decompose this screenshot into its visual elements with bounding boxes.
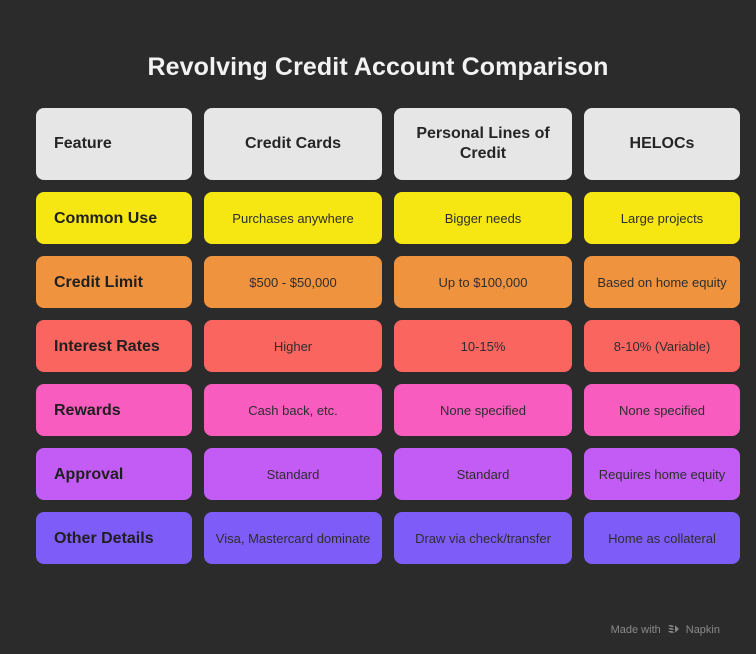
- napkin-chevrons-icon: [667, 623, 680, 636]
- column-header-credit-cards: Credit Cards: [204, 108, 382, 180]
- row-label: Interest Rates: [36, 320, 192, 372]
- table-header-row: Feature Credit Cards Personal Lines of C…: [36, 108, 740, 180]
- row-cell: Large projects: [584, 192, 740, 244]
- row-cell: Visa, Mastercard dominate: [204, 512, 382, 564]
- row-label: Rewards: [36, 384, 192, 436]
- table-row: Interest Rates Higher 10-15% 8-10% (Vari…: [36, 320, 740, 372]
- row-cell: Based on home equity: [584, 256, 740, 308]
- row-cell: 10-15%: [394, 320, 572, 372]
- made-with-label: Made with: [610, 623, 661, 636]
- napkin-brand-label: Napkin: [685, 623, 720, 636]
- table-row: Credit Limit $500 - $50,000 Up to $100,0…: [36, 256, 740, 308]
- row-cell: Higher: [204, 320, 382, 372]
- row-cell: None specified: [394, 384, 572, 436]
- row-cell: Requires home equity: [584, 448, 740, 500]
- row-cell: Draw via check/transfer: [394, 512, 572, 564]
- table-row: Approval Standard Standard Requires home…: [36, 448, 740, 500]
- row-cell: None specified: [584, 384, 740, 436]
- row-cell: Standard: [204, 448, 382, 500]
- comparison-table: Feature Credit Cards Personal Lines of C…: [36, 108, 740, 564]
- page-title: Revolving Credit Account Comparison: [147, 53, 609, 81]
- row-cell: Up to $100,000: [394, 256, 572, 308]
- column-header-helocs: HELOCs: [584, 108, 740, 180]
- row-cell: Purchases anywhere: [204, 192, 382, 244]
- row-label: Common Use: [36, 192, 192, 244]
- table-row: Rewards Cash back, etc. None specified N…: [36, 384, 740, 436]
- row-cell: Standard: [394, 448, 572, 500]
- row-cell: Cash back, etc.: [204, 384, 382, 436]
- row-label: Approval: [36, 448, 192, 500]
- napkin-watermark: Made with Napkin: [611, 623, 720, 636]
- row-cell: 8-10% (Variable): [584, 320, 740, 372]
- column-header-feature: Feature: [36, 108, 192, 180]
- row-label: Other Details: [36, 512, 192, 564]
- column-header-personal-lines-of-credit: Personal Lines of Credit: [394, 108, 572, 180]
- row-cell: Bigger needs: [394, 192, 572, 244]
- table-row: Other Details Visa, Mastercard dominate …: [36, 512, 740, 564]
- row-cell: $500 - $50,000: [204, 256, 382, 308]
- row-cell: Home as collateral: [584, 512, 740, 564]
- row-label: Credit Limit: [36, 256, 192, 308]
- table-row: Common Use Purchases anywhere Bigger nee…: [36, 192, 740, 244]
